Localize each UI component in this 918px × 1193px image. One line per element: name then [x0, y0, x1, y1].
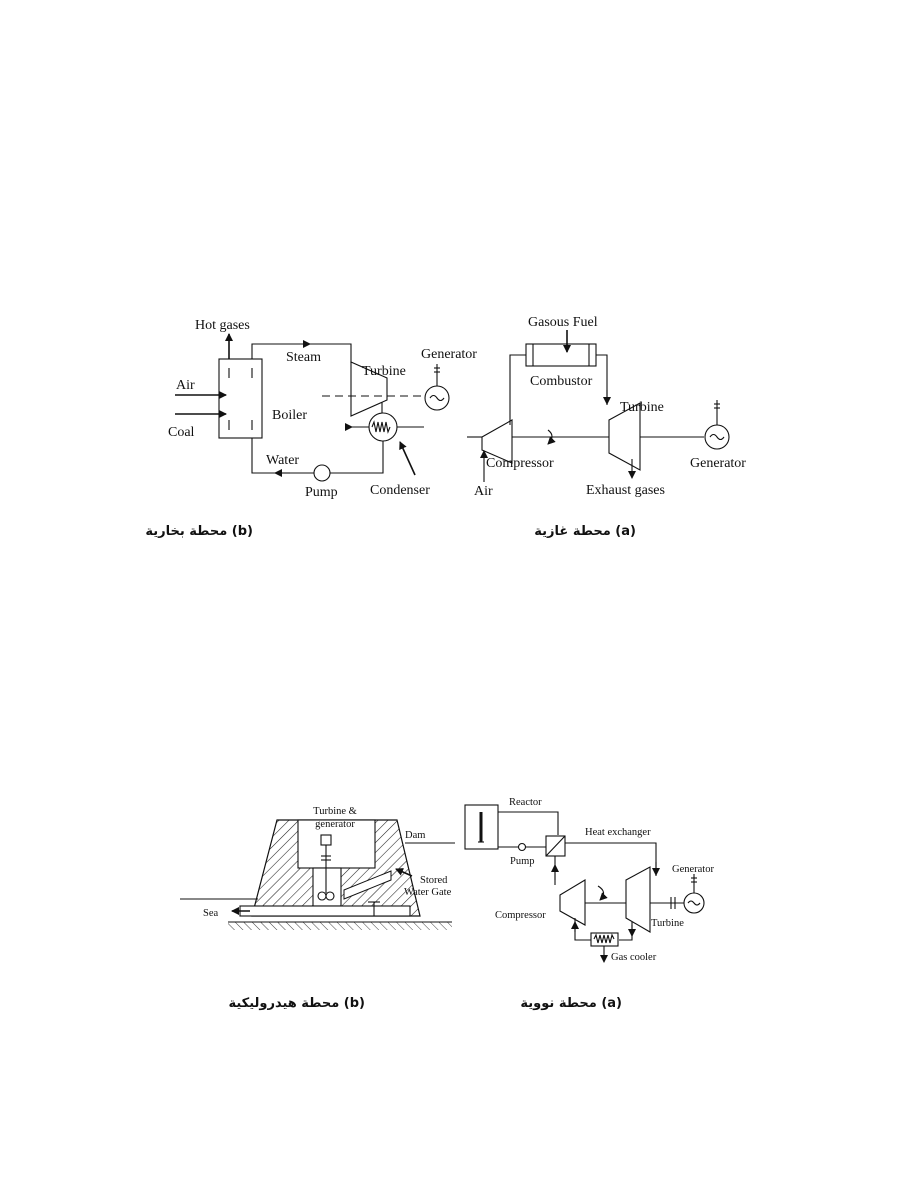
hydro-plant-diagram: Turbine & generator Dam Stored Water Gat…: [180, 806, 455, 930]
label-air: Air: [176, 378, 195, 393]
caption-gas-plant: (a) محطة غازية: [534, 524, 636, 539]
nuclear-pump-icon: [517, 842, 527, 852]
label-steam-generator: Generator: [421, 347, 477, 362]
caption-hydro-plant: (b) محطة هيدروليكية: [228, 996, 365, 1011]
label-turbine-and: Turbine &: [313, 806, 357, 817]
steam-turbine: [350, 361, 388, 417]
label-nuclear-turbine: Turbine: [651, 918, 684, 929]
boiler-box: [218, 358, 263, 439]
label-dam: Dam: [405, 830, 425, 841]
label-steam-turbine: Turbine: [362, 364, 406, 379]
label-hot-gases: Hot gases: [195, 318, 250, 333]
reactor-box: [464, 804, 499, 850]
label-combustor: Combustor: [530, 374, 593, 389]
label-gas-cooler: Gas cooler: [611, 952, 657, 963]
label-gas-air: Air: [474, 484, 493, 499]
gas-compressor: [481, 419, 513, 464]
caption-nuclear-plant: (a) محطة نووية: [520, 996, 622, 1011]
caption-steam-plant: (b) محطة بخارية: [145, 524, 253, 539]
label-condenser: Condenser: [370, 483, 430, 498]
label-water-gate: Water Gate: [404, 887, 452, 898]
label-sea: Sea: [203, 908, 219, 919]
label-nuclear-generator: Generator: [672, 864, 714, 875]
label-heat-exchanger: Heat exchanger: [585, 827, 651, 838]
steam-pump-icon: [313, 464, 331, 482]
label-steam: Steam: [286, 350, 321, 365]
label-gasous-fuel: Gasous Fuel: [528, 315, 598, 330]
combustor-box: [525, 343, 597, 367]
steam-plant-diagram: Hot gases Steam Turbine Generator Air Bo…: [168, 318, 477, 500]
label-coal: Coal: [168, 425, 195, 440]
nuclear-plant-diagram: Reactor Heat exchanger Pump Generator Co…: [464, 797, 714, 963]
label-compressor: Compressor: [486, 456, 554, 471]
gas-turbine: [608, 402, 641, 471]
label-water: Water: [266, 453, 299, 468]
gas-plant-diagram: Gasous Fuel Combustor Turbine Compressor…: [467, 315, 746, 499]
nuclear-turbine: [625, 866, 651, 933]
label-reactor: Reactor: [509, 797, 542, 808]
label-boiler: Boiler: [272, 408, 307, 423]
label-exhaust-gases: Exhaust gases: [586, 483, 665, 498]
label-pump: Pump: [305, 485, 338, 500]
label-nuclear-compressor: Compressor: [495, 910, 546, 921]
nuclear-compressor: [559, 879, 586, 926]
label-gas-turbine: Turbine: [620, 400, 664, 415]
label-nuclear-pump: Pump: [510, 856, 535, 867]
label-generator-hydro: generator: [315, 819, 355, 830]
label-stored: Stored: [420, 875, 448, 886]
label-gas-generator: Generator: [690, 456, 746, 471]
